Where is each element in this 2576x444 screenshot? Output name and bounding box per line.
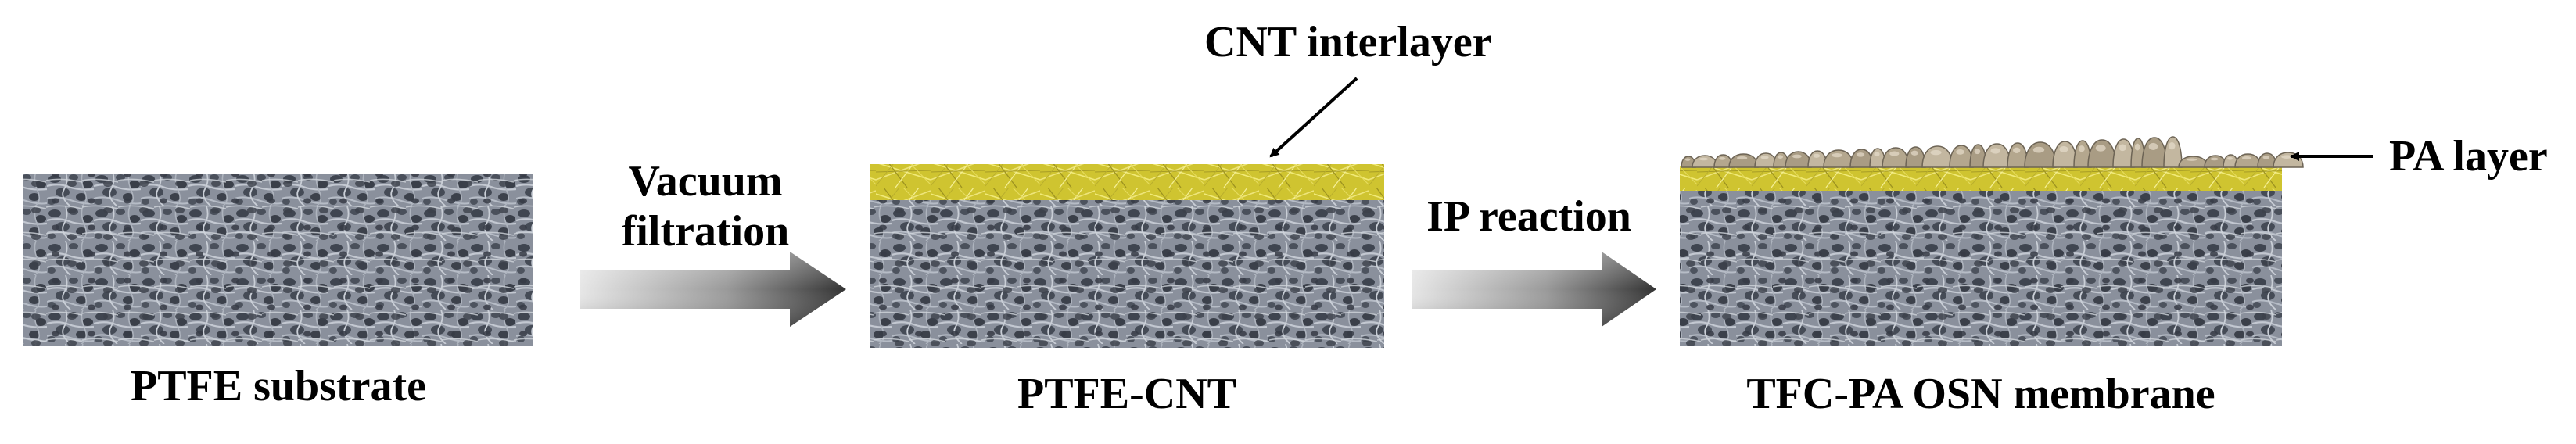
pa-nodule-highlight [2078, 145, 2085, 152]
vacuum-filtration-label: Vacuum filtration [580, 156, 831, 256]
vacuum-filtration-arrow [580, 252, 846, 327]
pa-layer [1681, 136, 2304, 168]
pa-nodule-highlight [1760, 156, 1769, 159]
pa-nodule-highlight [1889, 151, 1900, 156]
pa-nodule-highlight [1813, 153, 1821, 158]
pa-nodule [2234, 153, 2262, 168]
pa-nodule-highlight [1974, 149, 1981, 155]
pa-nodule-highlight [2134, 143, 2140, 151]
cnt-interlayer [870, 164, 1384, 200]
ptfe-cnt-caption: PTFE-CNT [1017, 370, 1236, 418]
cnt-interlayer-callout: CNT interlayer [1204, 18, 1492, 66]
pa-nodule-highlight [2262, 156, 2270, 159]
vacuum-filtration-line1: Vacuum [628, 157, 783, 206]
pa-nodule [1785, 151, 1812, 168]
pa-nodule-highlight [2059, 145, 2068, 152]
pa-layer-callout: PA layer [2389, 132, 2548, 181]
pa-nodule-highlight [1874, 152, 1880, 157]
pa-nodule-highlight [2169, 142, 2176, 150]
pa-nodule-highlight [1736, 156, 1748, 160]
cnt-callout-arrow [1269, 77, 1358, 158]
pa-nodule [1882, 147, 1910, 168]
pa-nodule [2087, 139, 2117, 168]
pa-nodule [1921, 145, 1954, 168]
pa-nodule-highlight [2241, 156, 2251, 160]
pa-nodule-highlight [2095, 145, 2106, 152]
pa-nodule-highlight [2119, 144, 2127, 152]
vacuum-filtration-line2: filtration [621, 207, 790, 256]
pa-nodule-highlight [1778, 155, 1783, 159]
pa-nodule [2024, 141, 2057, 168]
pa-nodule-highlight [2227, 156, 2233, 160]
ptfe-cnt-block [870, 164, 1384, 348]
ptfe-substrate-block [23, 174, 533, 346]
pa-nodule [1692, 155, 1718, 168]
pa-nodule-highlight [1684, 158, 1691, 161]
pa-nodule-highlight [1856, 152, 1865, 157]
pa-nodule-highlight [1930, 149, 1942, 156]
pa-nodule-highlight [1956, 149, 1964, 155]
pa-nodule-highlight [2148, 142, 2158, 150]
pa-nodule [1823, 149, 1854, 168]
tfc-pa-membrane-block [1680, 136, 2304, 346]
pa-nodule-highlight [1699, 157, 1709, 161]
pa-nodule-highlight [2210, 157, 2219, 161]
pa-nodule-highlight [2013, 147, 2021, 154]
cnt-interlayer-under-pa [1680, 166, 2282, 191]
pa-nodule-highlight [1832, 152, 1842, 158]
tfc-pa-osn-membrane-caption: TFC-PA OSN membrane [1746, 370, 2215, 418]
ip-reaction-label: IP reaction [1426, 192, 1631, 241]
pa-nodule-highlight [1792, 154, 1802, 159]
pa-nodule [1982, 143, 2011, 168]
pa-nodule-highlight [2186, 158, 2197, 161]
pa-nodule-highlight [1719, 156, 1726, 160]
pa-nodule [2163, 136, 2183, 168]
pa-nodule-highlight [2032, 146, 2045, 153]
pa-nodule [2273, 152, 2304, 168]
pa-nodule-highlight [1990, 148, 2001, 154]
pa-nodule [2141, 137, 2168, 168]
ptfe-substrate-caption: PTFE substrate [131, 362, 426, 410]
pa-nodule [2178, 156, 2208, 168]
pa-nodule [1728, 153, 1759, 168]
ip-reaction-arrow [1412, 252, 1656, 327]
pa-nodule-highlight [1910, 150, 1918, 156]
pa-nodule-highlight [2281, 155, 2292, 159]
